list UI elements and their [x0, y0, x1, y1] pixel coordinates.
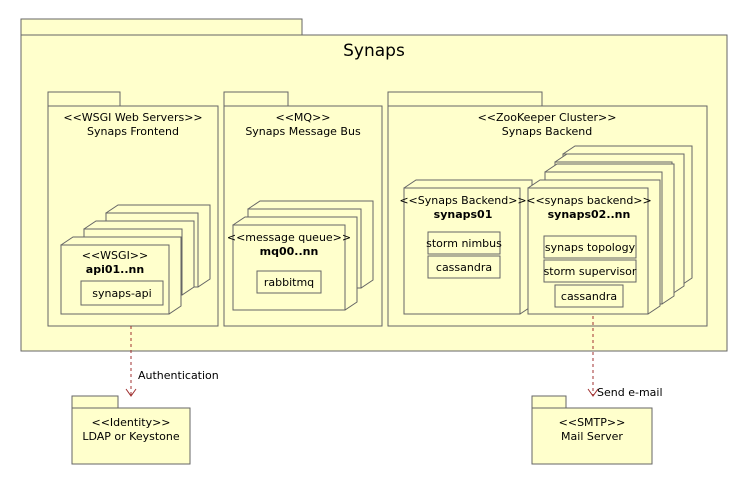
auth-edge-label: Authentication	[138, 369, 219, 382]
backend-name: Synaps Backend	[502, 125, 592, 138]
smtp-name: Mail Server	[561, 430, 623, 443]
bus-name: Synaps Message Bus	[245, 125, 361, 138]
frontend-name: Synaps Frontend	[87, 125, 179, 138]
synaps-api-component	[80, 280, 164, 306]
synaps-topology-component	[543, 235, 637, 259]
backend-stereotype: <<ZooKeeper Cluster>>	[478, 111, 617, 124]
email-edge: Send e-mail	[587, 316, 663, 399]
synaps01-node: <<Synaps Backend>> synaps01 storm nimbus…	[399, 179, 533, 315]
mq-node-stack	[232, 200, 374, 311]
smtp-stereotype: <<SMTP>>	[559, 416, 626, 429]
mq-node-name: mq00..nn	[260, 245, 319, 258]
bus-stereotype: <<MQ>>	[275, 111, 330, 124]
rabbitmq-label: rabbitmq	[264, 276, 314, 289]
storm-nimbus-label: storm nimbus	[426, 237, 502, 250]
cassandra-label-1: cassandra	[436, 261, 492, 274]
api-node: <<WSGI>> api01..nn synaps-api	[80, 249, 164, 306]
storm-supervisor-label: storm supervisor	[544, 265, 637, 278]
api-node-name: api01..nn	[86, 263, 144, 276]
mq-node-stereotype: <<message queue>>	[227, 231, 351, 244]
auth-edge: Authentication	[125, 326, 219, 397]
package-title: Synaps	[343, 41, 405, 61]
synaps-api-label: synaps-api	[92, 287, 151, 300]
identity-stereotype: <<Identity>>	[91, 416, 170, 429]
storm-nimbus-component	[427, 231, 501, 255]
rabbitmq-component	[256, 270, 322, 294]
frontend-package: <<WSGI Web Servers>> Synaps Frontend <<W…	[47, 91, 219, 327]
storm-supervisor-component	[543, 259, 637, 283]
mq-node: <<message queue>> mq00..nn rabbitmq	[227, 231, 351, 294]
synaps02-name: synaps02..nn	[548, 208, 631, 221]
synaps02-stereotype: <<synaps backend>>	[526, 194, 652, 207]
backend-package: <<ZooKeeper Cluster>> Synaps Backend <<S…	[387, 91, 708, 327]
identity-name: LDAP or Keystone	[82, 430, 179, 443]
api-node-stack	[60, 204, 211, 315]
email-edge-label: Send e-mail	[597, 386, 663, 399]
cassandra-component-1	[427, 255, 501, 279]
synaps-topology-label: synaps topology	[545, 241, 636, 254]
identity-package: <<Identity>> LDAP or Keystone	[71, 395, 191, 465]
frontend-stereotype: <<WSGI Web Servers>>	[63, 111, 202, 124]
synaps01-name: synaps01	[434, 208, 493, 221]
synaps02-node: <<synaps backend>> synaps02..nn synaps t…	[526, 194, 652, 308]
cassandra-label-2: cassandra	[561, 290, 617, 303]
message-bus-package: <<MQ>> Synaps Message Bus <<message queu…	[223, 91, 383, 327]
cassandra-component-2	[554, 284, 624, 308]
synaps01-stereotype: <<Synaps Backend>>	[399, 194, 526, 207]
smtp-package: <<SMTP>> Mail Server	[531, 395, 653, 465]
api-node-stereotype: <<WSGI>>	[82, 249, 149, 262]
